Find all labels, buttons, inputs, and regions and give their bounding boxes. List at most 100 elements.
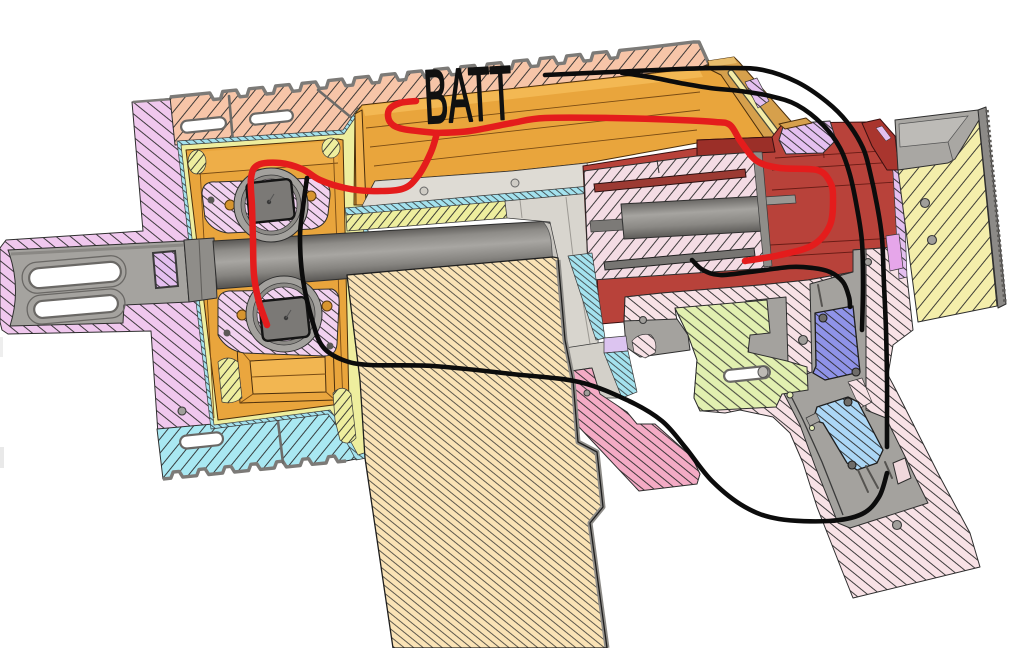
battery-tray-assembly — [344, 62, 769, 351]
magazine-outline — [346, 256, 608, 648]
microswitch-terminal — [817, 284, 823, 307]
grip-screw — [891, 519, 903, 531]
red-wire-run — [247, 97, 837, 329]
microswitch-terminal — [865, 465, 879, 489]
top-rail-slot — [179, 116, 228, 134]
muzzle-lock-window — [151, 249, 180, 290]
stock-cap-edge — [947, 141, 954, 162]
mount-hole — [207, 196, 215, 204]
lower-rail-seam — [275, 411, 285, 465]
barrel-collar-seam — [198, 238, 203, 301]
receiver-screw — [510, 178, 520, 188]
butt-pad-serrations — [985, 109, 1007, 304]
latch-spring — [728, 70, 784, 142]
microswitch-terminal — [857, 469, 869, 493]
top-rail-teeth — [169, 40, 711, 102]
black-wire-outer — [542, 65, 890, 450]
plate-edge-line — [791, 397, 844, 516]
motor-shaft-key — [285, 309, 292, 319]
trigger — [674, 299, 809, 412]
battery-tray-top-face — [362, 69, 703, 116]
muzzle-slot-recess — [21, 255, 127, 294]
mount-hole — [223, 329, 231, 337]
muzzle-top-shadow — [10, 243, 185, 256]
pusher-motor — [620, 195, 767, 240]
red-wire-to-flywheel-motors — [247, 129, 441, 329]
motor-shaft-key — [268, 193, 275, 203]
top-rail-assembly — [169, 40, 711, 146]
black-wire-run — [297, 65, 890, 524]
stock-screw-hole — [926, 234, 938, 246]
plate-pin — [786, 391, 794, 399]
lower-rail-slot — [179, 431, 225, 450]
scan-artifacts — [0, 337, 4, 468]
trigger-guard-screw — [583, 389, 591, 397]
microswitch-upper — [812, 305, 861, 381]
microswitch-screw — [847, 460, 857, 470]
battery-label: BATT — [422, 51, 514, 140]
magwell-liner-lower — [603, 350, 638, 399]
magwell-liner-clip — [603, 335, 629, 354]
black-wire-pusher-to-switch — [689, 257, 853, 310]
cage-spacer — [217, 357, 243, 404]
edge-smudge — [0, 337, 3, 357]
latch-cap — [708, 57, 737, 67]
butt-pad — [977, 106, 1007, 309]
rear-liner-tab — [885, 233, 904, 272]
microswitch-screw — [818, 313, 828, 323]
housing-lip — [696, 136, 776, 157]
stock-release-lever-insert — [875, 125, 892, 142]
muzzle-slot — [28, 260, 122, 290]
red-wire-battery-lead — [384, 97, 441, 137]
grip-assembly — [623, 246, 981, 599]
microswitch-lever-roller — [809, 425, 815, 431]
front-block-screw — [177, 406, 187, 416]
pusher-motor-shaft-rear — [589, 218, 624, 233]
lower-rail-assembly — [156, 409, 367, 481]
lower-flywheel-motor — [217, 275, 340, 357]
housing-insert-cap — [778, 117, 813, 130]
magazine — [346, 256, 610, 648]
microswitch-screw — [843, 397, 853, 407]
stock-screw-hole — [919, 197, 931, 209]
top-rail-rib — [227, 94, 235, 144]
rear-assembly — [861, 106, 1007, 323]
frame-post-screw — [797, 334, 809, 346]
microswitch-terminal — [884, 461, 893, 479]
grip-plate-window — [892, 457, 912, 485]
cage-spacer — [321, 137, 341, 159]
mount-screw — [236, 309, 248, 321]
black-wire-flywheel-to-switch — [297, 175, 890, 524]
frame-screw — [863, 257, 873, 267]
microswitch-lever — [805, 412, 821, 427]
pusher-motor-shaft-front — [763, 194, 797, 206]
receiver-screw — [419, 186, 429, 196]
black-wire-inner — [619, 70, 866, 333]
mount-screw — [321, 300, 333, 312]
cage-spacer — [187, 149, 207, 175]
front-block-cap — [132, 97, 173, 104]
grip-web — [847, 377, 873, 409]
pusher-lower-slot — [603, 247, 756, 271]
top-rail-slot — [248, 109, 294, 126]
cage-spacer — [332, 387, 357, 444]
mount-hole — [326, 342, 334, 350]
magazine-body — [347, 257, 607, 648]
lower-rail-teeth — [162, 454, 347, 481]
muzzle-slot-recess — [26, 288, 126, 325]
muzzle-slot — [33, 293, 120, 320]
red-wire-to-pusher-motor — [433, 114, 837, 265]
pusher-guide-seam — [656, 159, 660, 174]
pusher-guide-end-plate — [752, 151, 773, 268]
top-rail-rib — [316, 88, 355, 121]
battery-annotation: BATT — [421, 50, 516, 142]
frame-screw — [638, 315, 648, 325]
microswitch-screw — [851, 367, 861, 377]
battery-latch — [707, 56, 798, 152]
magwell-assembly — [563, 252, 701, 492]
trigger-pivot-pin — [757, 366, 769, 378]
housing-insert — [778, 120, 837, 155]
edge-smudge — [0, 447, 4, 468]
pusher-upper-slot — [593, 168, 747, 193]
